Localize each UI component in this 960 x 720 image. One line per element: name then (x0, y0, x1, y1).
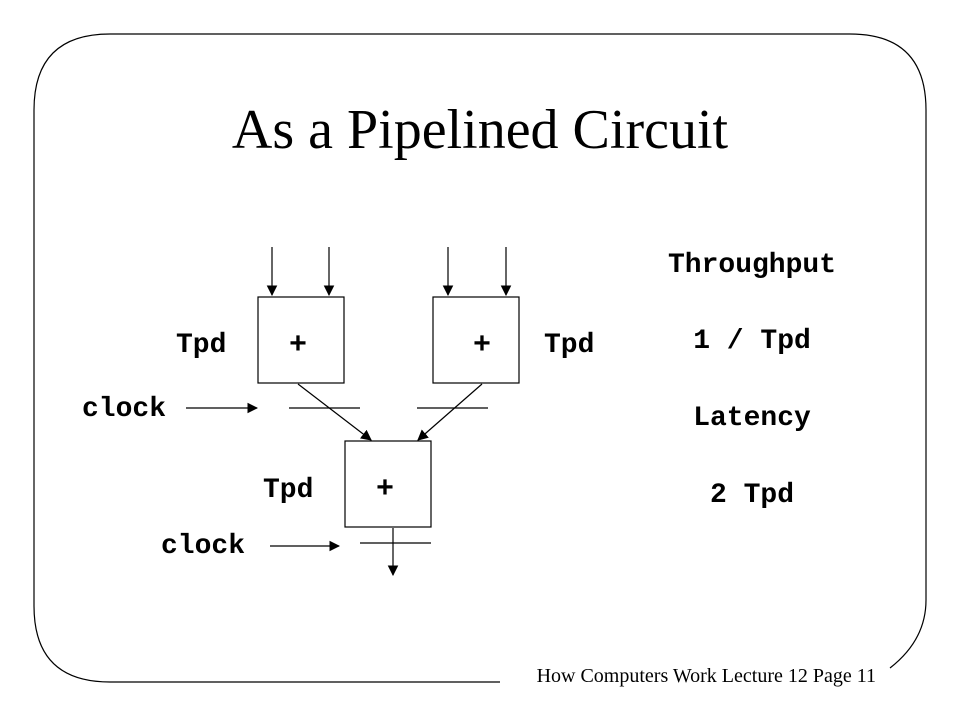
throughput-label: Throughput (668, 250, 836, 281)
connection-arrow (297, 383, 372, 441)
delay-label-bottom: Tpd (263, 475, 313, 506)
slide-title: As a Pipelined Circuit (232, 99, 729, 161)
adder-bottom: + (344, 440, 432, 528)
adder-top-right: + (432, 247, 520, 384)
slide-footer: How Computers Work Lecture 12 Page 11 (537, 665, 876, 687)
adder-plus-symbol: + (376, 473, 394, 507)
throughput-value: 1 / Tpd (693, 326, 811, 357)
adder-box (257, 296, 345, 384)
slide-frame (33, 33, 927, 683)
adder-plus-symbol: + (473, 329, 491, 363)
adder-plus-symbol: + (289, 329, 307, 363)
latency-value: 2 Tpd (710, 480, 794, 511)
connection-arrow (417, 383, 483, 441)
latency-label: Latency (693, 403, 811, 434)
clock-label-1: clock (82, 394, 166, 425)
delay-label-right: Tpd (544, 330, 594, 361)
adder-top-left: + (257, 247, 345, 384)
adder-box (432, 296, 520, 384)
delay-label-left: Tpd (176, 330, 226, 361)
adder-box (344, 440, 432, 528)
clock-label-2: clock (161, 531, 245, 562)
